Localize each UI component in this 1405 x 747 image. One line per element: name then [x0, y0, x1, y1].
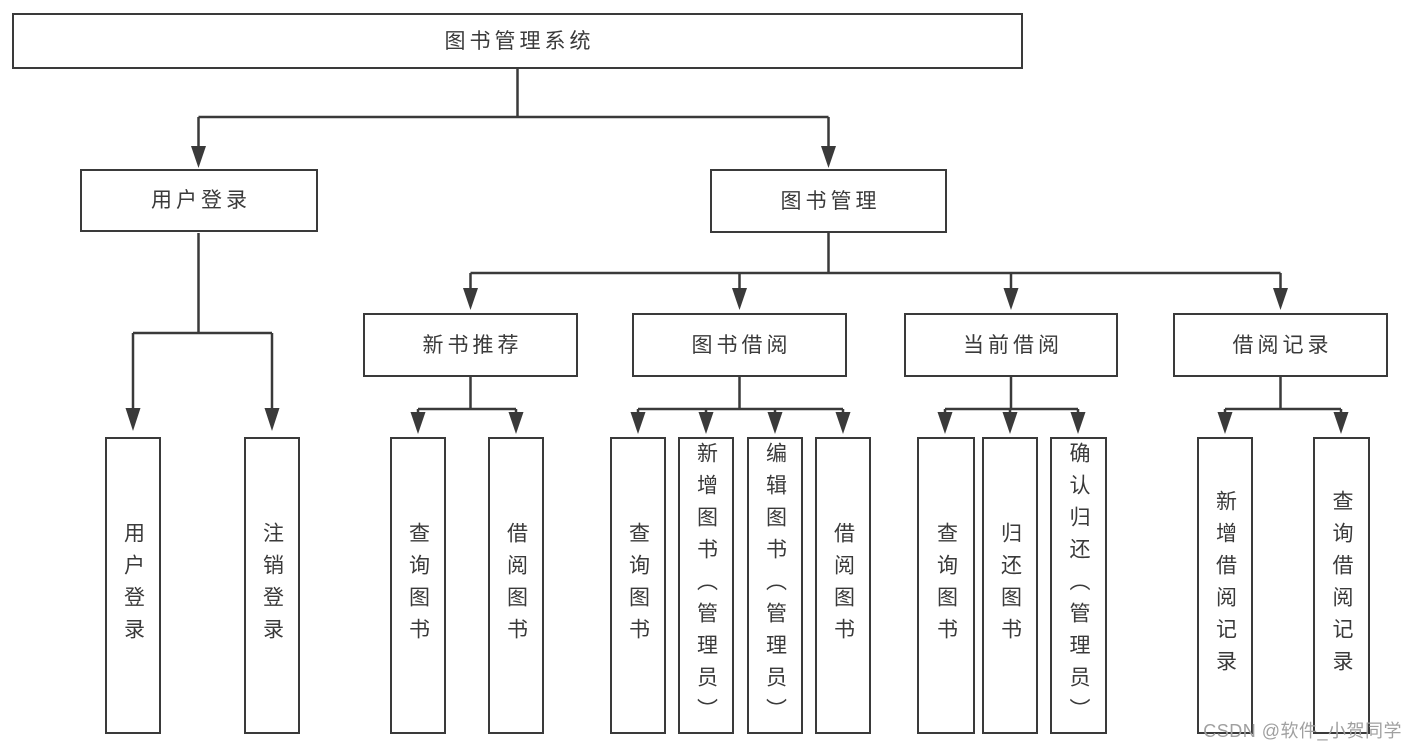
leaf-label: 编辑图书（管理员）: [763, 441, 787, 730]
leaf-label: 新增图书（管理员）: [694, 441, 718, 730]
node-current-borrowing: 当前借阅: [904, 313, 1118, 377]
node-label: 图书管理系统: [444, 29, 595, 53]
node-borrowing-records: 借阅记录: [1173, 313, 1388, 377]
node-book-management: 图书管理: [710, 169, 947, 233]
leaf-label: 查询借阅记录: [1330, 489, 1354, 682]
leaf-borrow-books-recommend: 借阅图书: [488, 437, 544, 734]
node-user-login: 用户登录: [80, 169, 318, 232]
leaf-query-books-borrow: 查询图书: [610, 437, 666, 734]
node-label: 图书借阅: [691, 333, 792, 357]
leaf-add-book-admin: 新增图书（管理员）: [678, 437, 734, 734]
leaf-return-book: 归还图书: [982, 437, 1038, 734]
leaf-label: 归还图书: [998, 521, 1022, 650]
watermark: CSDN @软件_小贺同学: [1203, 721, 1402, 741]
node-label: 图书管理: [780, 189, 881, 213]
leaf-label: 查询图书: [934, 521, 958, 650]
leaf-label: 注销登录: [260, 521, 284, 650]
node-library-management-system: 图书管理系统: [12, 13, 1023, 69]
leaf-edit-book-admin: 编辑图书（管理员）: [747, 437, 803, 734]
leaf-label: 借阅图书: [831, 521, 855, 650]
leaf-label: 确认归还（管理员）: [1067, 441, 1091, 730]
node-label: 当前借阅: [963, 333, 1063, 357]
node-label: 新书推荐: [422, 333, 523, 357]
leaf-query-books-recommend: 查询图书: [390, 437, 446, 734]
node-new-book-recommend: 新书推荐: [363, 313, 578, 377]
leaf-user-login: 用户登录: [105, 437, 161, 734]
node-label: 用户登录: [151, 189, 251, 212]
leaf-label: 查询图书: [626, 521, 650, 650]
leaf-label: 借阅图书: [504, 521, 528, 650]
node-label: 借阅记录: [1232, 333, 1333, 357]
leaf-query-books-current: 查询图书: [917, 437, 975, 734]
leaf-add-borrow-record: 新增借阅记录: [1197, 437, 1253, 734]
leaf-label: 新增借阅记录: [1213, 489, 1237, 682]
leaf-confirm-return-admin: 确认归还（管理员）: [1050, 437, 1107, 734]
node-book-borrowing: 图书借阅: [632, 313, 847, 377]
leaf-query-borrow-record: 查询借阅记录: [1313, 437, 1370, 734]
leaf-label: 查询图书: [406, 521, 430, 650]
leaf-borrow-books: 借阅图书: [815, 437, 871, 734]
leaf-label: 用户登录: [121, 521, 145, 650]
leaf-logout: 注销登录: [244, 437, 300, 734]
